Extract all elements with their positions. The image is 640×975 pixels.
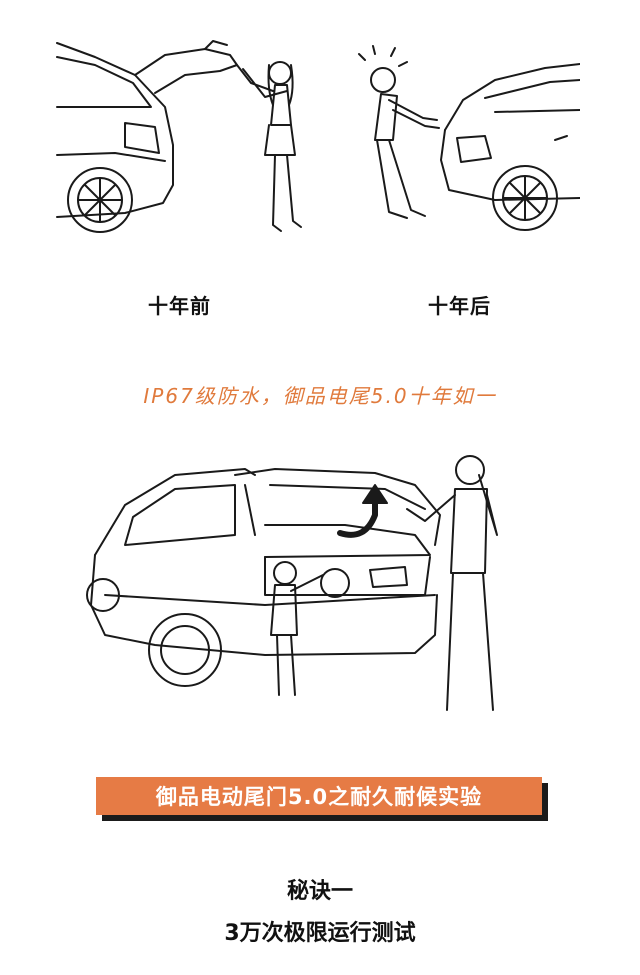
tip-heading: 秘诀一	[286, 879, 353, 904]
slogan-text: IP67级防水，御品电尾5.0十年如一	[143, 384, 497, 408]
tip-subheading: 3万次极限运行测试	[224, 921, 416, 946]
experiment-banner: 御品电动尾门5.0之耐久耐候实验	[96, 777, 548, 821]
banner-title: 御品电动尾门5.0之耐久耐候实验	[96, 777, 542, 815]
before-caption: 十年前	[148, 294, 211, 318]
before-illustration	[56, 40, 302, 233]
after-illustration	[358, 45, 580, 231]
after-caption: 十年后	[428, 294, 491, 318]
tailgate-illustration	[86, 455, 498, 711]
